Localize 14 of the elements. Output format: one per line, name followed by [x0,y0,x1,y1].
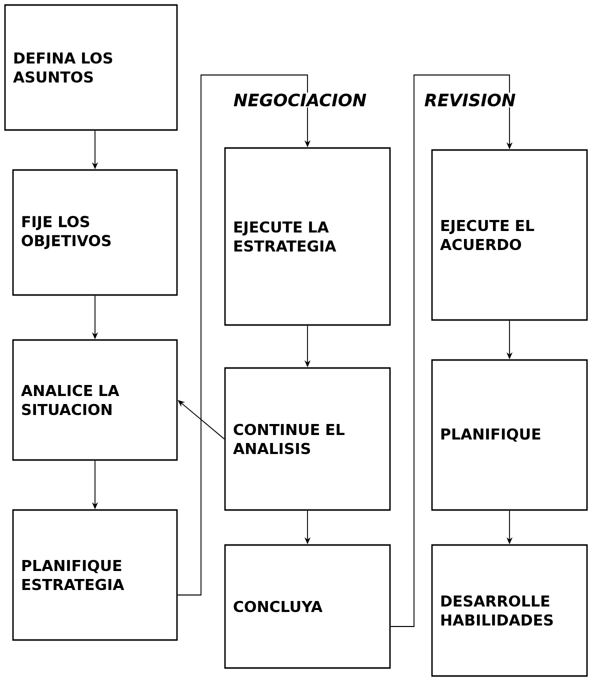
process-box: CONCLUYA [224,544,391,669]
process-box: DEFINA LOS ASUNTOS [4,4,178,131]
process-box: ANALICE LA SITUACION [12,339,178,461]
process-box: CONTINUE EL ANALISIS [224,367,391,511]
process-box: EJECUTE EL ACUERDO [431,149,588,321]
arrow [390,74,513,627]
section-heading: NEGOCIACION [232,92,368,108]
process-box: PLANIFIQUE ESTRATEGIA [12,509,178,641]
process-box: PLANIFIQUE [431,359,588,511]
arrow [177,74,311,596]
section-heading: REVISION [423,92,517,108]
process-box: EJECUTE LA ESTRATEGIA [224,147,391,326]
process-box: DESARROLLE HABILIDADES [431,544,588,677]
process-box: FIJE LOS OBJETIVOS [12,169,178,296]
